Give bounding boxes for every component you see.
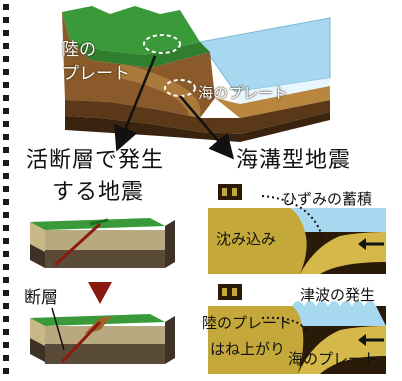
sea-plate-bottom-label: 海のプレート	[288, 350, 379, 368]
tsunami-label: 津波の発生	[300, 286, 376, 304]
right-title: 海溝型地震	[236, 148, 352, 173]
land-plate-label-line1: 陸の	[62, 40, 96, 60]
rebound-label-line2: はね上がり	[210, 340, 286, 358]
subduction-label: 沈み込み	[216, 230, 277, 248]
land-plate-label-line2: プレート	[62, 64, 130, 84]
left-title-line2: する地震	[52, 180, 145, 205]
sea-plate-label: 海のプレート	[198, 84, 289, 102]
left-title-line1: 活断層で発生	[26, 148, 165, 173]
strain-label: ひずみの蓄積	[282, 190, 373, 208]
rebound-label-line1: 陸のプレート	[202, 314, 293, 332]
fault-label: 断層	[24, 288, 58, 308]
